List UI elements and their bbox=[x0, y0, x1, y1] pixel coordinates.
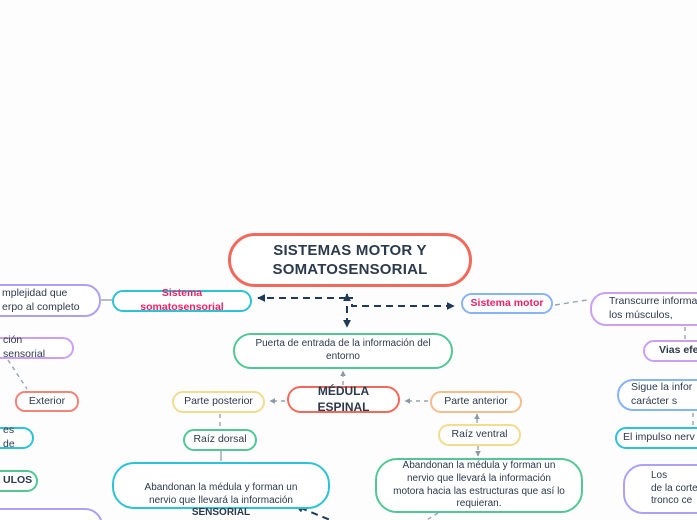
node-impulso-cut[interactable]: El impulso nerv bbox=[615, 427, 697, 449]
node-raiz-dorsal[interactable]: Raíz dorsal bbox=[183, 429, 257, 451]
node-complejidad-cut[interactable]: mplejidad que erpo al completo bbox=[0, 284, 101, 317]
node-abandonan-sensorial[interactable]: Abandonan la médula y forman un nervio q… bbox=[112, 462, 330, 518]
link-motora-down bbox=[425, 512, 439, 520]
node-puerta-entrada-label: Puerta de entrada de la información del … bbox=[255, 338, 431, 362]
node-parte-posterior-label: Parte posterior bbox=[184, 395, 253, 408]
node-medula-espinal-label: MÉDULA ESPINAL bbox=[317, 383, 370, 414]
node-parte-posterior[interactable]: Parte posterior bbox=[172, 391, 265, 413]
node-transcurre-cut[interactable]: Transcurre informaci los músculos, bbox=[590, 292, 697, 326]
node-abandonan-sensorial-bold-label: SENSORIAL bbox=[191, 507, 251, 519]
node-raiz-ventral[interactable]: Raíz ventral bbox=[438, 424, 521, 446]
node-vias-cut[interactable]: Vias efer bbox=[643, 340, 697, 362]
node-ulos-cut[interactable]: ULOS bbox=[0, 470, 38, 492]
node-sistema-motor-label: Sistema motor bbox=[470, 296, 544, 309]
node-parte-anterior-label: Parte anterior bbox=[444, 395, 508, 408]
node-root-title[interactable]: SISTEMAS MOTOR Y SOMATOSENSORIAL bbox=[228, 233, 472, 287]
node-bottom-left-cut[interactable] bbox=[0, 508, 103, 520]
link-sensorial-exterior bbox=[7, 359, 28, 390]
node-es-de-cut-label: es de bbox=[3, 424, 15, 450]
node-sistema-somatosensorial-label: Sistema somatosensorial bbox=[140, 287, 224, 313]
node-complejidad-cut-label: mplejidad que erpo al completo bbox=[2, 286, 80, 313]
node-root-title-label: SISTEMAS MOTOR Y SOMATOSENSORIAL bbox=[272, 241, 428, 279]
node-exterior[interactable]: Exterior bbox=[15, 391, 79, 412]
node-exterior-label: Exterior bbox=[28, 394, 66, 407]
node-ulos-cut-label: ULOS bbox=[3, 474, 33, 487]
node-sigue-cut[interactable]: Sigue la infor carácter s bbox=[617, 379, 697, 411]
node-raiz-ventral-label: Raíz ventral bbox=[451, 428, 508, 441]
node-raiz-dorsal-label: Raíz dorsal bbox=[193, 433, 247, 446]
node-es-de-cut[interactable]: es de bbox=[0, 424, 34, 450]
node-sigue-cut-label: Sigue la infor carácter s bbox=[631, 381, 693, 407]
node-sistema-somatosensorial[interactable]: Sistema somatosensorial bbox=[112, 287, 252, 313]
node-abandonan-motora-label: Abandonan la médula y forman un nervio q… bbox=[393, 459, 565, 510]
node-abandonan-motora[interactable]: Abandonan la médula y forman un nervio q… bbox=[375, 458, 583, 513]
node-cion-sensorial-cut[interactable]: ción sensorial bbox=[0, 334, 74, 360]
node-impulso-cut-label: El impulso nerv bbox=[623, 431, 695, 444]
node-parte-anterior[interactable]: Parte anterior bbox=[430, 391, 522, 413]
node-abandonan-sensorial-label: Abandonan la médula y forman un nervio q… bbox=[144, 481, 298, 506]
node-medula-espinal[interactable]: MÉDULA ESPINAL bbox=[287, 383, 400, 414]
node-los-corteza-cut[interactable]: Los de la corte tronco ce bbox=[623, 464, 697, 514]
node-vias-cut-label: Vias efer bbox=[659, 344, 697, 357]
node-los-corteza-cut-label: Los de la corte tronco ce bbox=[651, 469, 697, 507]
link-motor-transcurre bbox=[554, 299, 588, 306]
node-transcurre-cut-label: Transcurre informaci los músculos, bbox=[609, 295, 697, 321]
node-puerta-entrada[interactable]: Puerta de entrada de la información del … bbox=[233, 333, 453, 369]
arrow-root-to-motor bbox=[346, 297, 455, 310]
node-sistema-motor[interactable]: Sistema motor bbox=[461, 293, 553, 314]
node-cion-sensorial-cut-label: ción sensorial bbox=[3, 334, 46, 360]
